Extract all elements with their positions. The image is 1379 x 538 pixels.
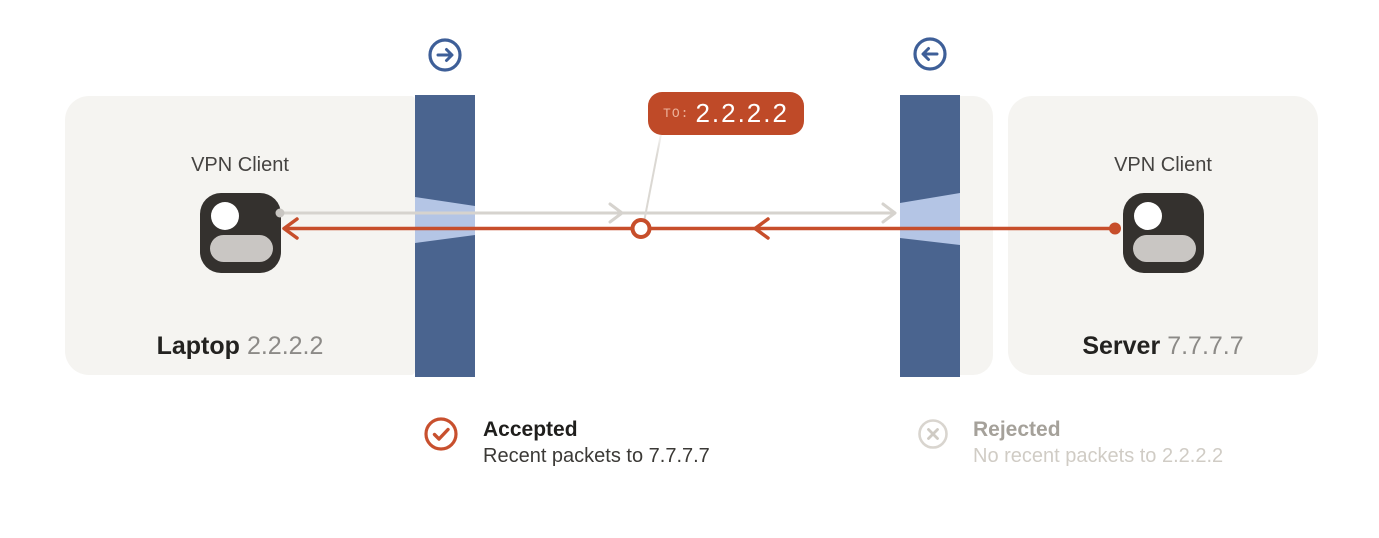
person-body-shape (1133, 235, 1196, 262)
laptop-name: Laptop (156, 332, 240, 360)
server-role-label: VPN Client (1114, 154, 1212, 176)
badge-connector-line (643, 133, 662, 223)
server-ip: 7.7.7.7 (1167, 332, 1244, 360)
person-head-shape (1134, 202, 1162, 230)
badge-prefix-label: TO: (663, 106, 690, 121)
check-circle-icon (424, 417, 458, 451)
vpn-client-icon (200, 193, 281, 273)
laptop-ip: 2.2.2.2 (246, 332, 324, 360)
rejected-title: Rejected (973, 418, 1061, 441)
person-body-shape (210, 235, 273, 262)
rejected-detail: No recent packets to 2.2.2.2 (973, 445, 1224, 467)
badge-destination-ip: 2.2.2.2 (695, 98, 789, 128)
outbound-blocked-arrowhead (881, 202, 897, 224)
packet-destination-badge: TO: 2.2.2.2 (648, 92, 804, 135)
rejected-status: Rejected No recent packets to 2.2.2.2 (917, 416, 1223, 468)
server-name: Server (1082, 332, 1161, 360)
packet-marker (630, 218, 652, 239)
outbound-mid-arrowhead (608, 202, 624, 224)
accepted-title: Accepted (483, 418, 578, 441)
x-circle-icon (918, 419, 948, 449)
laptop-role-label: VPN Client (191, 154, 289, 176)
arrow-left-circle-icon (913, 37, 947, 71)
vpn-client-icon (1123, 193, 1204, 273)
return-mid-arrowhead (753, 217, 770, 240)
right-firewall-funnel (900, 193, 960, 245)
person-head-shape (211, 202, 239, 230)
accepted-status: Accepted Recent packets to 7.7.7.7 (423, 416, 710, 468)
left-firewall-funnel (415, 197, 475, 243)
arrow-right-circle-icon (428, 38, 462, 72)
accepted-detail: Recent packets to 7.7.7.7 (483, 445, 710, 467)
left-firewall-bar (415, 95, 475, 377)
right-firewall-bar (900, 95, 960, 377)
